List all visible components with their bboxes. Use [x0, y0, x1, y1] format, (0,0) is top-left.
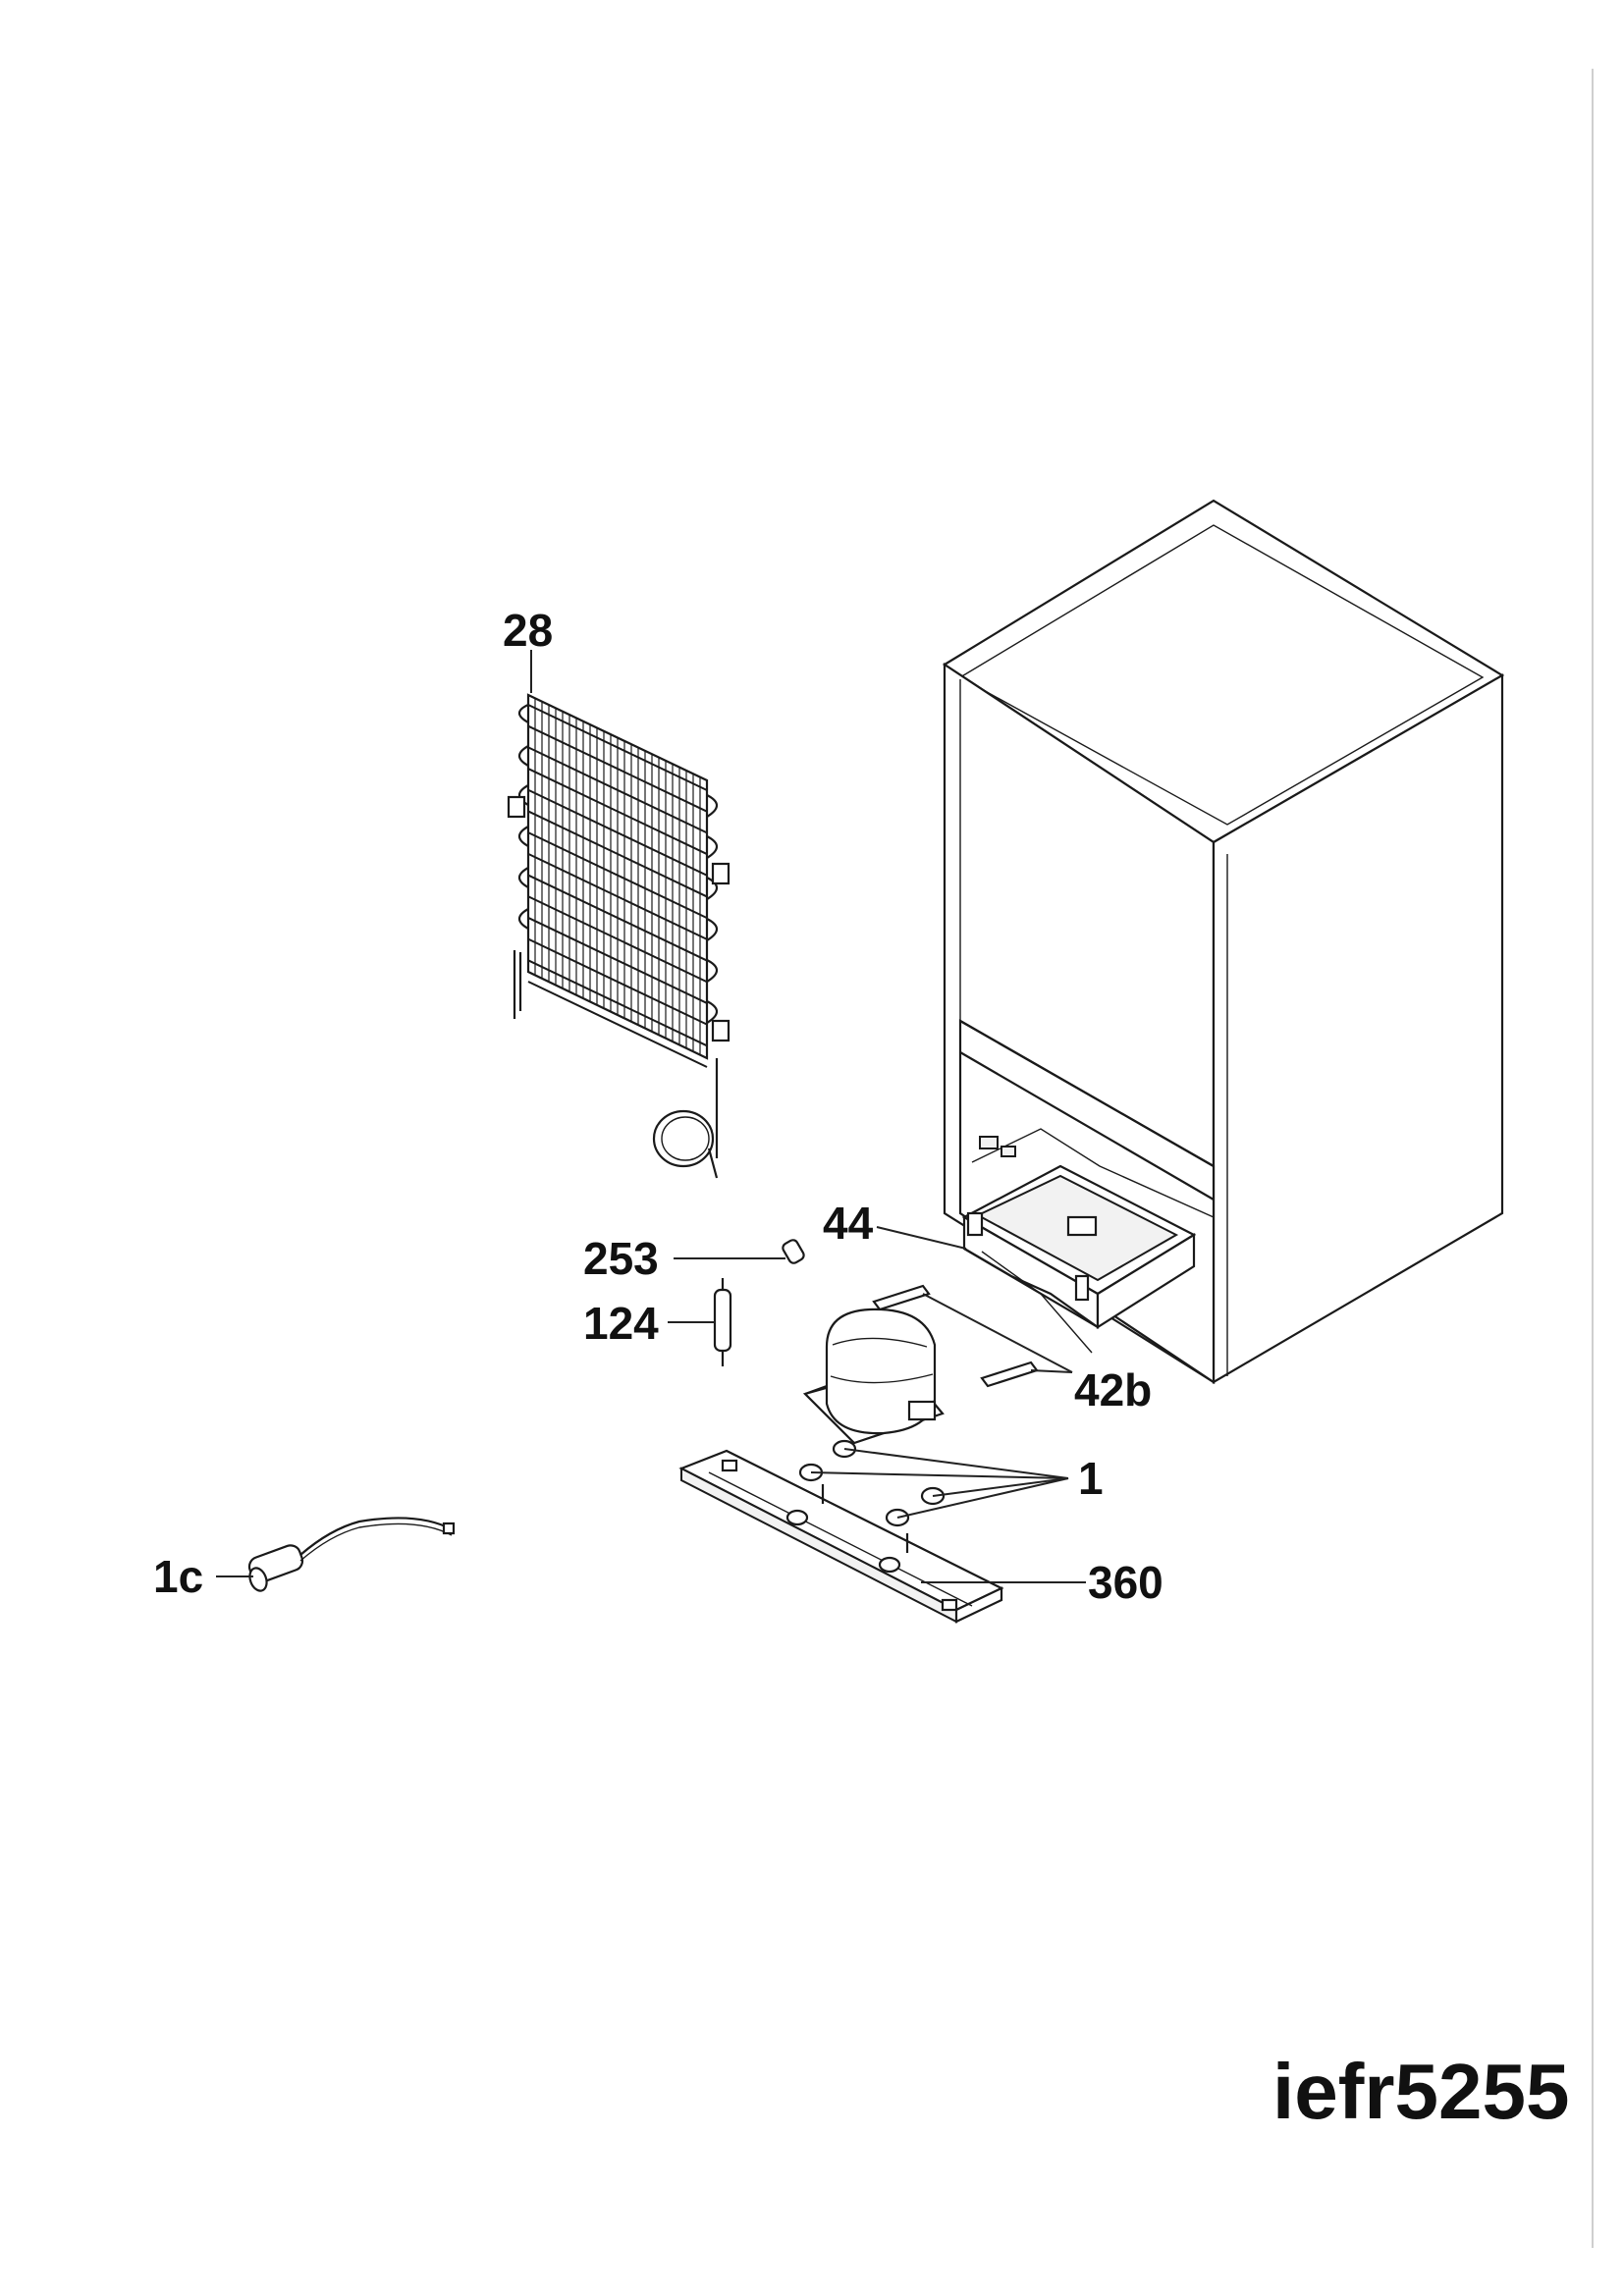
condenser-tube	[527, 746, 708, 834]
label-condenser: 28	[503, 605, 553, 656]
condenser-tube	[527, 704, 708, 791]
label-drier-filter: 124	[583, 1298, 659, 1349]
model-number: iefr5255	[1272, 2048, 1569, 2135]
condenser-tube	[527, 831, 708, 920]
condenser-coil	[507, 693, 730, 1179]
condenser-tube	[527, 768, 708, 855]
compressor-clips	[872, 1284, 1039, 1388]
condenser-tube	[527, 788, 708, 877]
label-compressor-clips: 42b	[1074, 1364, 1152, 1415]
label-grommet: 253	[583, 1233, 659, 1284]
drip-tray	[961, 1164, 1197, 1354]
label-compressor-cable: 1c	[153, 1551, 203, 1602]
condenser-tube	[527, 852, 708, 940]
condenser-tube	[527, 724, 708, 813]
leader-lines	[216, 650, 1086, 1583]
condenser-tube	[527, 917, 708, 1004]
compressor	[802, 1308, 945, 1445]
condenser-tube	[527, 959, 708, 1047]
drier-filter	[713, 1278, 732, 1366]
compressor-base-plate	[678, 1449, 1004, 1624]
compressor-cable	[247, 1517, 456, 1592]
condenser-tube	[527, 937, 708, 1026]
label-compressor-base-plate: 360	[1088, 1557, 1163, 1608]
condenser-tube	[527, 981, 708, 1068]
grommet	[782, 1239, 805, 1264]
condenser-tube	[527, 810, 708, 898]
label-compressor-feet: 1	[1078, 1453, 1104, 1504]
condenser-tube	[527, 874, 708, 962]
label-drip-tray: 44	[823, 1198, 874, 1249]
condenser-tube	[527, 895, 708, 984]
